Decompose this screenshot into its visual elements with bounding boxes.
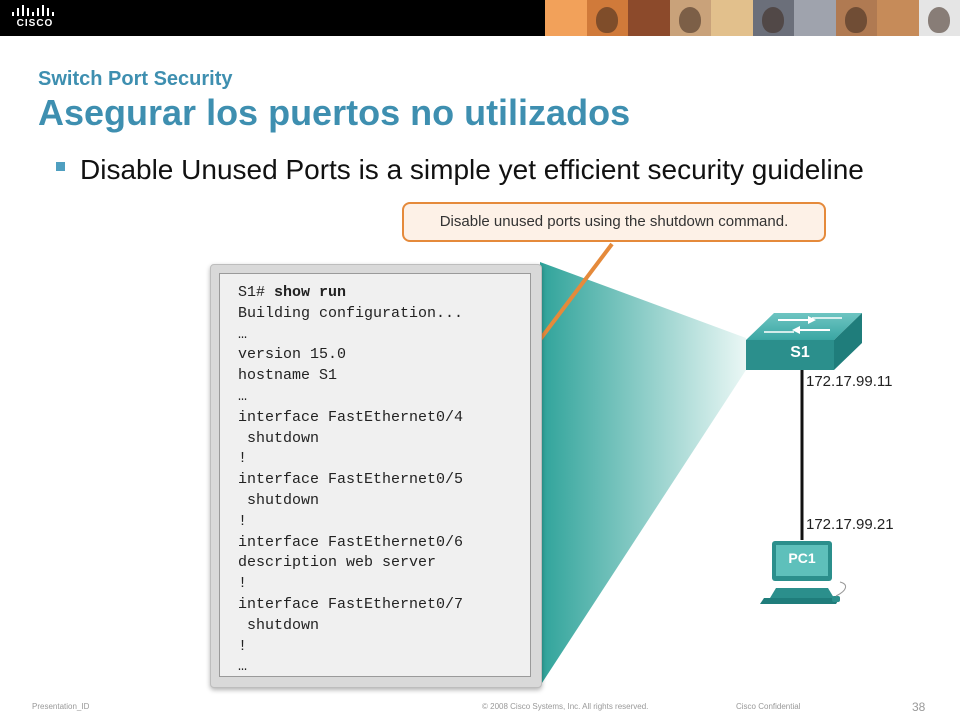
footer-copyright: © 2008 Cisco Systems, Inc. All rights re…: [482, 702, 649, 711]
footer-confidential: Cisco Confidential: [736, 702, 801, 711]
page-number: 38: [912, 700, 926, 714]
switch-icon[interactable]: [746, 313, 862, 370]
config-line: …: [238, 388, 248, 405]
bullet-text: Disable Unused Ports is a simple yet eff…: [80, 154, 864, 185]
callout-box: Disable unused ports using the shutdown …: [402, 202, 826, 242]
cli-prompt: S1#: [238, 284, 275, 301]
config-line: shutdown: [238, 616, 320, 634]
config-line: description web server: [238, 554, 437, 572]
header-photo: [918, 0, 960, 36]
header-photo: [711, 0, 753, 36]
config-terminal: S1# show run Building configuration... … v…: [219, 273, 531, 677]
person-face-icon: [845, 7, 868, 33]
config-panel: S1# show run Building configuration... … v…: [210, 264, 542, 688]
cli-command: show run: [274, 284, 347, 301]
photo-strip: [545, 0, 960, 36]
header-banner: CISCO: [0, 0, 960, 36]
person-face-icon: [928, 7, 951, 33]
config-line: interface FastEthernet0/6: [238, 533, 464, 551]
config-command-line: S1# show run: [238, 284, 346, 301]
person-face-icon: [596, 7, 619, 33]
pc-label: PC1: [788, 550, 816, 566]
switch-ip: 172.17.99.11: [806, 373, 893, 390]
config-line: Building configuration...: [238, 304, 464, 322]
config-line: !: [238, 450, 248, 468]
person-face-icon: [762, 7, 785, 33]
config-line: shutdown: [238, 429, 320, 447]
header-photo: [628, 0, 670, 36]
cisco-bridge-icon: [12, 5, 54, 16]
header-photo: [545, 0, 587, 36]
bullet-square-icon: [56, 162, 65, 171]
config-line: …: [238, 658, 248, 676]
header-photo: [877, 0, 919, 36]
config-line: …: [238, 325, 248, 343]
config-line: hostname S1: [238, 367, 338, 385]
config-line: !: [238, 637, 248, 655]
header-photo: [669, 0, 711, 36]
config-line: !: [238, 512, 248, 530]
config-line: interface FastEthernet0/7: [238, 596, 464, 613]
header-photo: [586, 0, 628, 36]
pc-ip: 172.17.99.21: [806, 516, 894, 533]
config-line: interface FastEthernet0/4: [238, 408, 464, 426]
header-photo: [835, 0, 877, 36]
logo-wordmark: CISCO: [16, 18, 54, 29]
slide-subtitle: Switch Port Security: [38, 68, 233, 90]
config-line: !: [238, 575, 248, 593]
pc-icon[interactable]: [760, 541, 846, 604]
config-line: interface FastEthernet0/5: [238, 471, 464, 489]
config-line: shutdown: [238, 492, 320, 509]
zoom-wedge: [540, 262, 746, 686]
cisco-logo[interactable]: CISCO: [10, 4, 60, 32]
config-line: version 15.0: [238, 346, 347, 364]
slide-title: Asegurar los puertos no utilizados: [38, 92, 631, 133]
header-photo: [752, 0, 794, 36]
footer-presentation-id: Presentation_ID: [32, 702, 90, 711]
switch-label: S1: [790, 344, 810, 361]
person-face-icon: [679, 7, 702, 33]
header-photo: [794, 0, 836, 36]
